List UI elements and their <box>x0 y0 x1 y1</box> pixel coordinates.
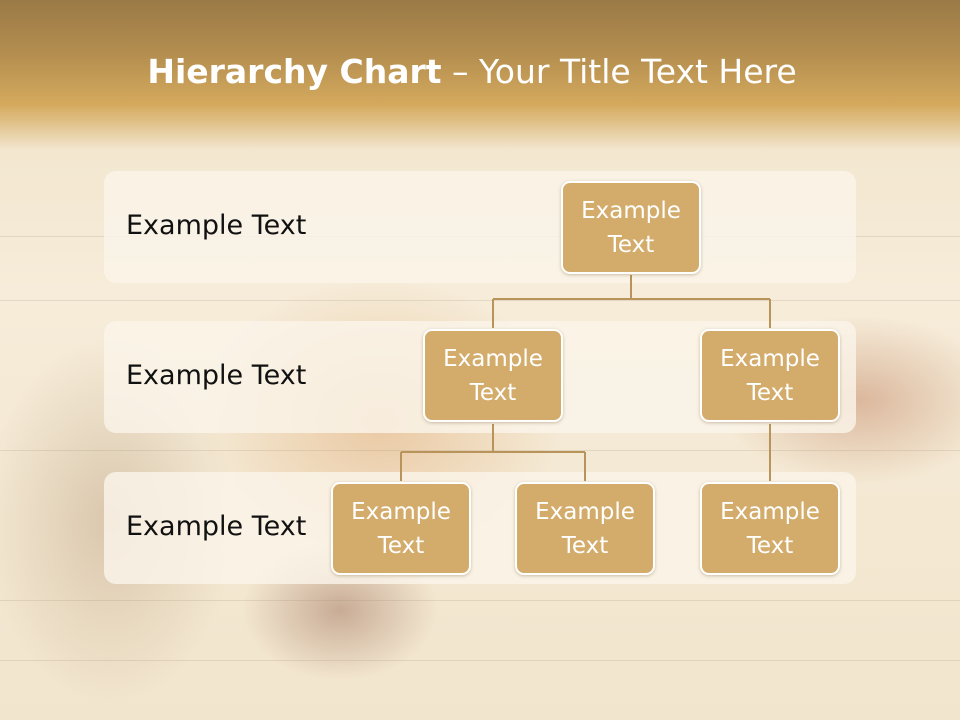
level-label-2[interactable]: Example Text <box>126 360 307 391</box>
handwriting-line <box>0 450 960 451</box>
title-bold: Hierarchy Chart <box>147 52 442 91</box>
org-node-level3-b[interactable]: Example Text <box>515 482 655 575</box>
connector-level2-left <box>400 424 586 481</box>
org-node-level2-left[interactable]: Example Text <box>423 329 563 422</box>
level-label-3[interactable]: Example Text <box>126 511 307 542</box>
title-rest: – Your Title Text Here <box>441 52 797 91</box>
handwriting-line <box>0 600 960 601</box>
header-band <box>0 0 960 150</box>
org-node-level2-right[interactable]: Example Text <box>700 329 840 422</box>
handwriting-line <box>0 300 960 301</box>
level-label-1[interactable]: Example Text <box>126 210 307 241</box>
org-node-root[interactable]: Example Text <box>561 181 701 274</box>
connector-root <box>492 275 771 328</box>
org-node-level3-c[interactable]: Example Text <box>700 482 840 575</box>
handwriting-line <box>0 660 960 661</box>
org-node-level3-a[interactable]: Example Text <box>331 482 471 575</box>
page-title[interactable]: Hierarchy Chart – Your Title Text Here <box>0 52 944 91</box>
level-band-1 <box>104 171 856 283</box>
